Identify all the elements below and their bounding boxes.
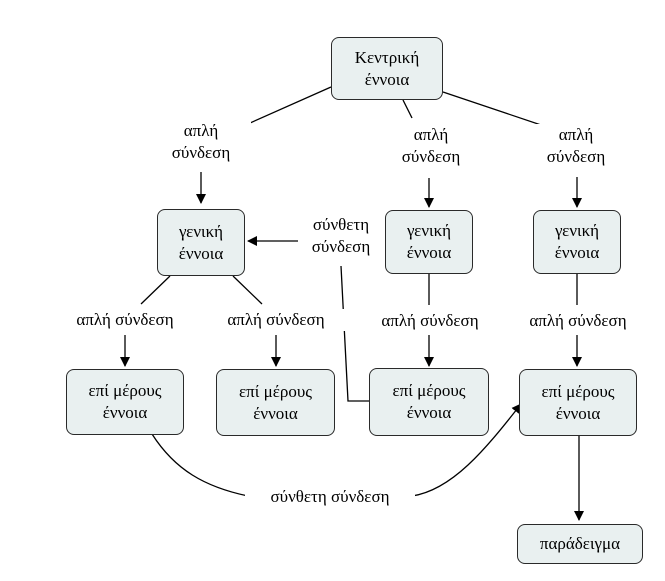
- partial-concept-node-3[interactable]: επί μέρους έννοια: [369, 368, 489, 436]
- general-concept-node-3[interactable]: γενική έννοια: [533, 210, 621, 274]
- connector-central-middle: [402, 99, 413, 119]
- link-label-composite-top: σύνθετη σύνδεση: [298, 214, 384, 258]
- connector-general-1-right: [232, 275, 263, 305]
- general-concept-node-2[interactable]: γενική έννοια: [385, 210, 473, 274]
- link-label-simple-4: απλή σύνδεση: [55, 309, 195, 331]
- link-label-simple-2: απλή σύνδεση: [381, 124, 481, 168]
- link-label-simple-5: απλή σύνδεση: [206, 309, 346, 331]
- connector-composite-bottom-right: [411, 403, 522, 497]
- link-label-simple-1: απλή σύνδεση: [151, 120, 251, 164]
- partial-concept-node-2[interactable]: επί μέρους έννοια: [216, 369, 335, 436]
- central-concept-node[interactable]: Κεντρική έννοια: [331, 37, 443, 100]
- example-node[interactable]: παράδειγμα: [517, 524, 643, 564]
- connector-composite-top: [340, 265, 369, 402]
- connector-central-left: [240, 86, 332, 128]
- connector-composite-bottom-left: [151, 433, 249, 497]
- link-label-composite-bottom: σύνθετη σύνδεση: [245, 486, 415, 508]
- partial-concept-node-1[interactable]: επί μέρους έννοια: [66, 369, 184, 435]
- connector-general-1-left: [140, 275, 171, 305]
- link-label-simple-6: απλή σύνδεση: [360, 310, 500, 332]
- link-label-simple-3: απλή σύνδεση: [526, 124, 626, 168]
- general-concept-node-1[interactable]: γενική έννοια: [157, 209, 245, 276]
- partial-concept-node-4[interactable]: επί μέρους έννοια: [519, 369, 637, 436]
- connector-central-right: [442, 91, 548, 128]
- link-label-simple-7: απλή σύνδεση: [508, 310, 648, 332]
